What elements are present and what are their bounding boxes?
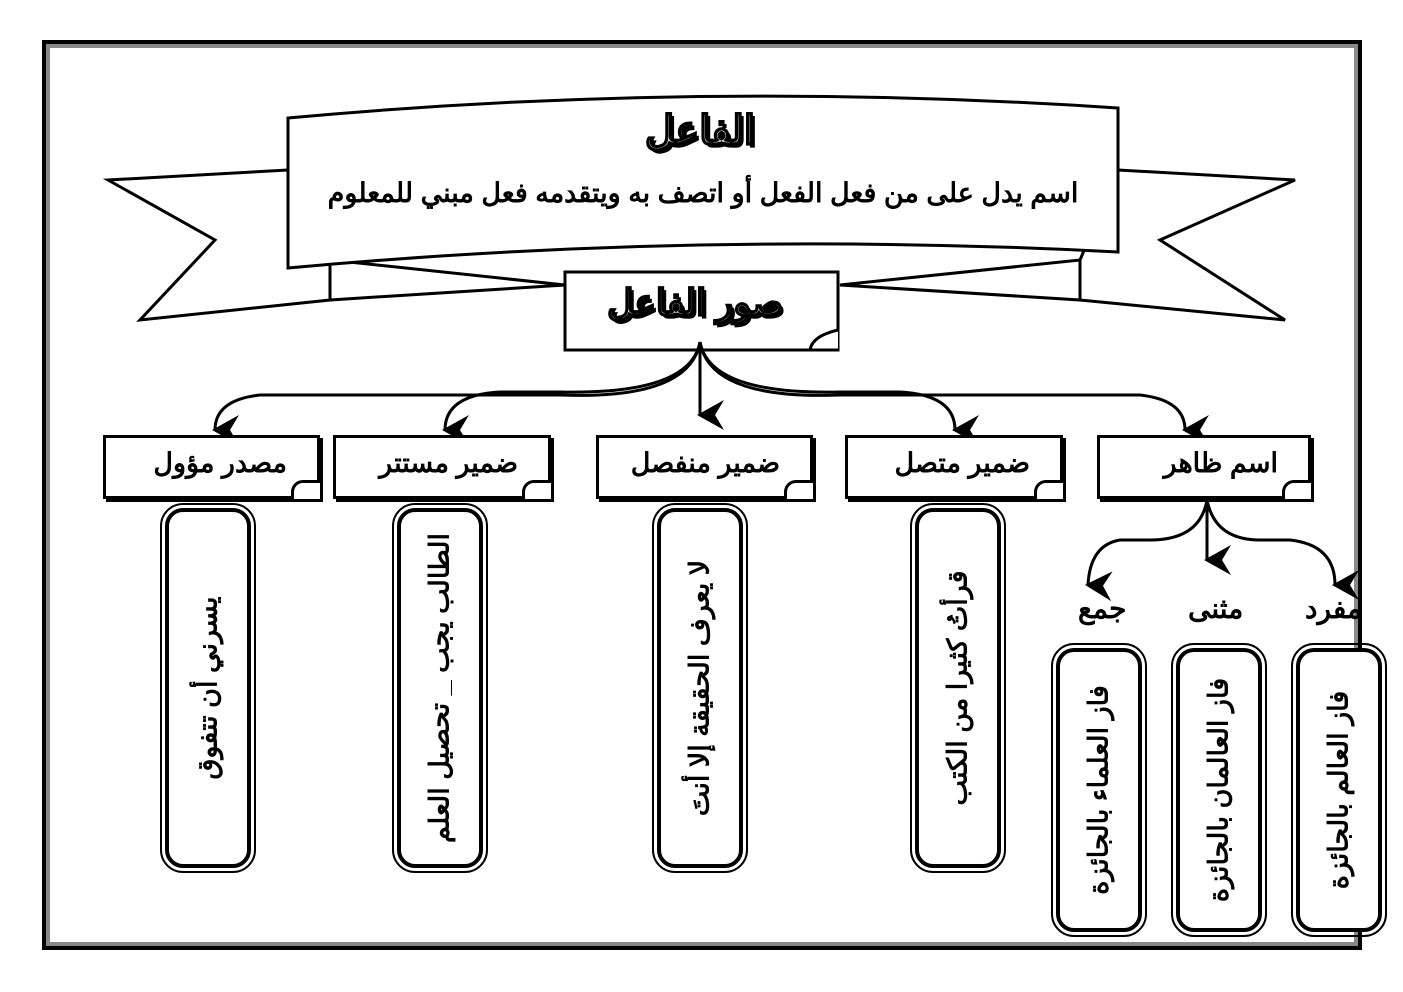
- label-dual: مثنى: [1188, 593, 1244, 624]
- title: الفاعل: [644, 108, 756, 154]
- number-example-box: فاز العالم بالجائزة: [1291, 643, 1387, 937]
- category-ism-zahir: اسم ظاهر: [1097, 435, 1311, 499]
- category-label: اسم ظاهر: [1163, 448, 1278, 478]
- definition: اسم يدل على من فعل الفعل أو اتصف به ويتق…: [327, 178, 1079, 208]
- example-text: فاز العالم بالجائزة: [1323, 690, 1354, 890]
- example-box: لا يعرف الحقيقة إلا أنتَ: [652, 503, 748, 873]
- category-damir-munfasil: ضمير منفصل: [596, 435, 813, 499]
- number-example-box: فاز العلماء بالجائزة: [1051, 643, 1147, 937]
- example-text: فاز العالمان بالجائزة: [1203, 677, 1234, 903]
- subtitle: صور الفاعل: [606, 281, 783, 324]
- category-label: ضمير متصل: [894, 448, 1030, 478]
- example-box: قرأتُ كثيرا من الكتب: [910, 503, 1006, 873]
- example-text: الطالب يجب _ تحصيل العلم: [424, 533, 455, 843]
- subtitle-box: [563, 270, 840, 352]
- example-text: لا يعرف الحقيقة إلا أنتَ: [684, 559, 715, 817]
- title-banner: [102, 94, 1296, 322]
- example-text: فاز العلماء بالجائزة: [1083, 685, 1114, 895]
- connectors: [212, 341, 1360, 602]
- page-border: [42, 40, 1362, 950]
- category-masdar-muawwal: مصدر مؤول: [103, 435, 320, 499]
- category-label: ضمير منفصل: [630, 448, 780, 478]
- example-text: يسرني أن تتفوق: [192, 596, 223, 780]
- label-singular: مفرد: [1305, 593, 1363, 624]
- category-label: ضمير مستتر: [379, 448, 518, 478]
- label-plural: جمع: [1078, 593, 1127, 624]
- number-example-box: فاز العالمان بالجائزة: [1171, 643, 1267, 937]
- example-box: يسرني أن تتفوق: [160, 503, 256, 873]
- example-text: قرأتُ كثيرا من الكتب: [942, 570, 973, 806]
- category-damir-mustatir: ضمير مستتر: [333, 435, 551, 499]
- example-box: الطالب يجب _ تحصيل العلم: [392, 503, 488, 873]
- category-damir-muttasil: ضمير متصل: [845, 435, 1063, 499]
- category-label: مصدر مؤول: [153, 448, 287, 478]
